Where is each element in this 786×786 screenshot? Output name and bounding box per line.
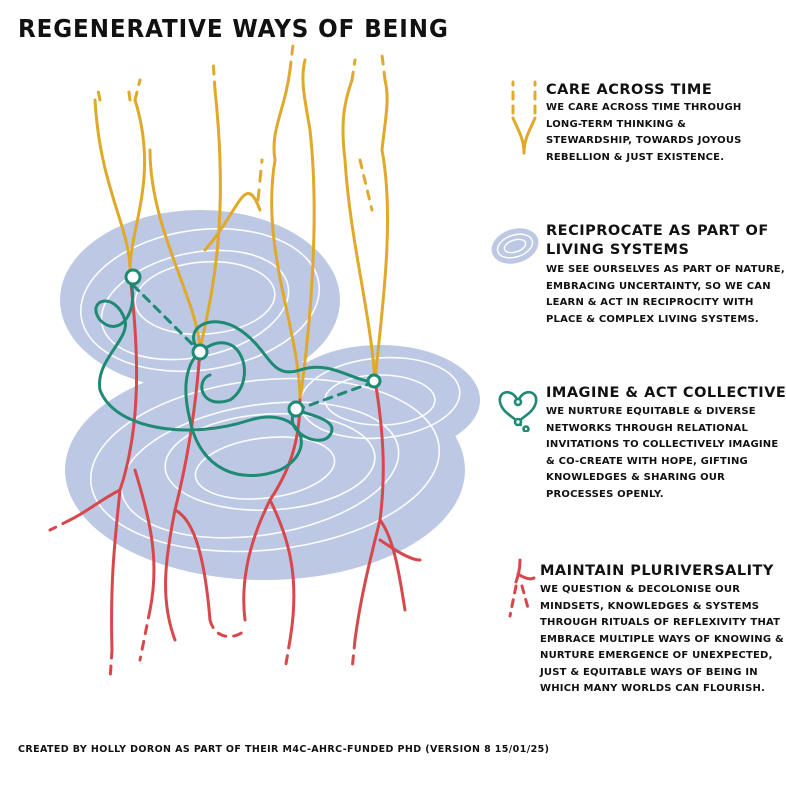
legend-line: knowledges & sharing our: [546, 472, 725, 483]
page-title: Regenerative ways of being: [18, 14, 449, 43]
legend-line: embracing uncertainty, so we can: [546, 280, 771, 292]
legend-text-imagine: We nurture equitable & diverse networks …: [546, 404, 778, 503]
legend-line: networks through relational: [546, 422, 749, 434]
legend-line: just & equitable ways of being in: [540, 666, 758, 678]
legend-title-reciprocate-2: living systems: [546, 242, 690, 258]
legend-line: We question & decolonise our: [540, 584, 741, 595]
legend-title-imagine: Imagine & act collectively: [546, 385, 786, 401]
legend-text-pluriversality: We question & decolonise our mindsets, k…: [540, 582, 784, 698]
legend-line: We care across time through: [546, 102, 742, 113]
heart-network-icon: [498, 390, 538, 432]
legend-line: stewardship, towards joyous: [546, 135, 742, 146]
living-systems-blobs: [60, 210, 480, 580]
legend-line: place & complex living systems.: [546, 313, 759, 325]
legend-line: We nurture equitable & diverse: [546, 406, 756, 417]
legend-text-care: We care across time through long-term th…: [546, 100, 742, 166]
legend-line: long-term thinking &: [546, 118, 687, 130]
legend-line: invitations to collectively imagine: [546, 439, 779, 450]
legend-line: learn & act in reciprocity with: [546, 297, 754, 308]
imagine-network: [94, 268, 382, 478]
legend-line: We see ourselves as part of nature,: [546, 264, 785, 275]
legend-line: which many worlds can flourish.: [540, 683, 766, 694]
legend-line: rebellion & just existence.: [546, 151, 725, 163]
legend-title-pluriversality: Maintain pluriversality: [540, 563, 774, 579]
branching-tree-icon: [511, 80, 537, 155]
root-icon: [508, 558, 536, 618]
legend-line: through rituals of reflexivity that: [540, 617, 781, 628]
legend-title-reciprocate: Reciprocate as part of: [546, 223, 769, 239]
legend-line: processes openly.: [546, 488, 664, 500]
legend-line: & co-create with hope, gifting: [546, 455, 748, 467]
legend-title-care: Care across time: [546, 82, 713, 98]
legend-text-reciprocate: We see ourselves as part of nature, embr…: [546, 262, 785, 328]
legend-line: nurture emergence of unexpected,: [540, 650, 773, 661]
care-branches: [93, 43, 390, 402]
credit-line: Created by Holly Doron as part of their …: [18, 744, 550, 755]
legend-line: embrace multiple ways of knowing &: [540, 633, 784, 645]
legend-line: mindsets, knowledges & systems: [540, 600, 760, 612]
swirl-ellipse-icon: [491, 228, 539, 264]
